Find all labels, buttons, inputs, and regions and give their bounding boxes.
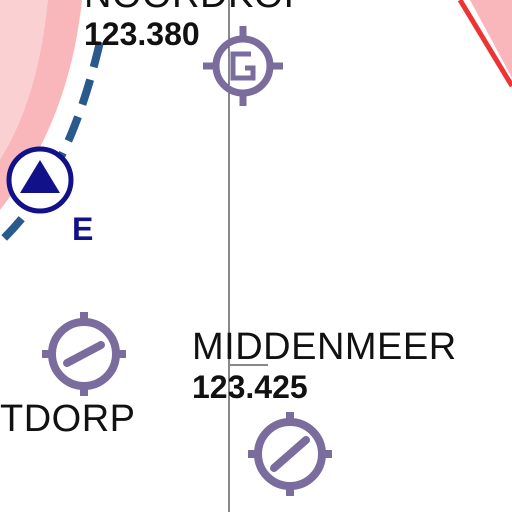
middenmeer-airfield-icon[interactable] <box>248 412 332 496</box>
tdorp-name-label: TDORP <box>0 398 136 440</box>
waypoint-e-label: E <box>72 211 94 247</box>
restricted-area-left-inner <box>0 0 48 160</box>
route-line <box>0 41 104 245</box>
tdorp-airfield-icon[interactable] <box>42 312 126 396</box>
middenmeer-name-label: MIDDENMEER <box>192 326 457 368</box>
waypoint-e-icon[interactable] <box>6 146 74 214</box>
restricted-area-right-edge <box>457 0 512 88</box>
noordkop-name-label: NOORDKOP <box>84 0 310 14</box>
noordkop-airfield-icon[interactable] <box>203 26 283 106</box>
noordkop-frequency-label: 123.380 <box>84 16 200 52</box>
restricted-area-right <box>470 0 512 78</box>
middenmeer-frequency-label: 123.425 <box>192 369 308 405</box>
